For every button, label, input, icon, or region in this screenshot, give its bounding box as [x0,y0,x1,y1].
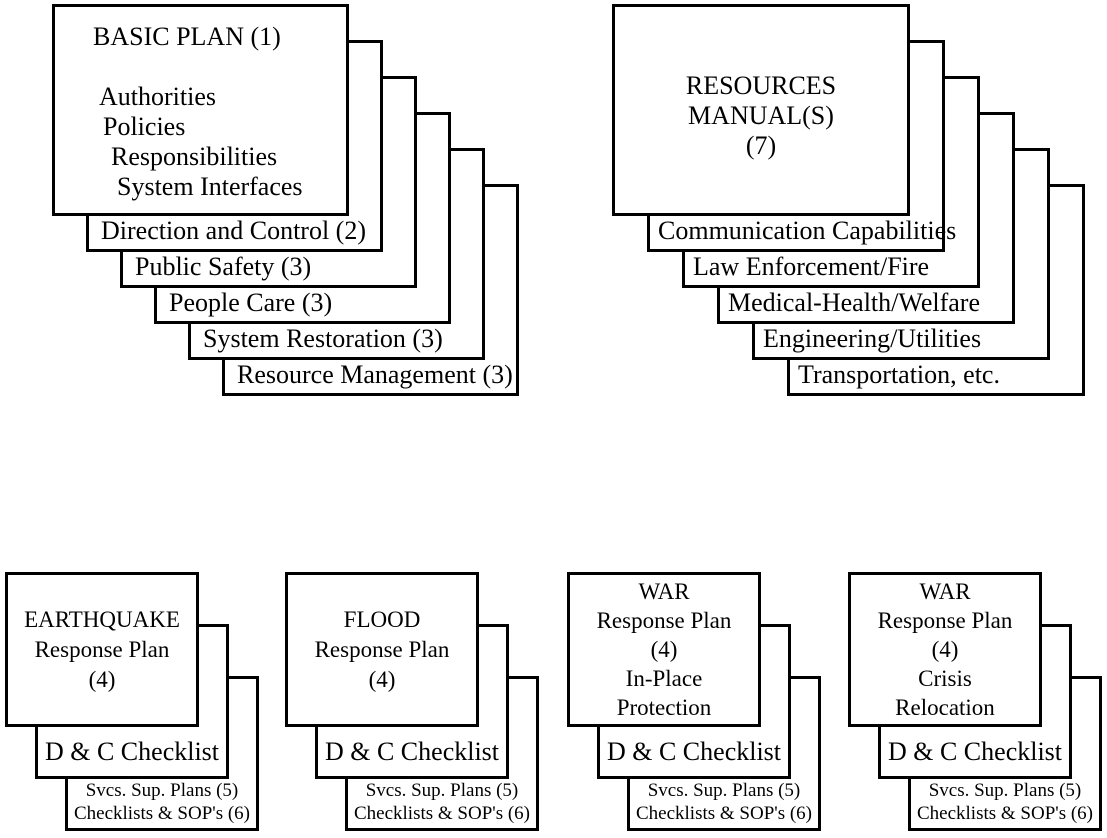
resources-title-line: MANUAL(S) [688,101,834,130]
basic-plan-item: Authorities [99,82,216,111]
flood-response-stack: Svcs. Sup. Plans (5) Checklists & SOP's … [285,572,545,834]
plan-title-line: (4) [650,637,678,662]
war-crisis-front-box: WAR Response Plan (4) Crisis Relocation [848,572,1042,727]
support-plans-labels: Svcs. Sup. Plans (5) Checklists & SOP's … [348,779,536,825]
layer-label: Law Enforcement/Fire [693,252,930,281]
resources-manual-front-box: RESOURCES MANUAL(S) (7) [612,4,910,216]
basic-plan-item: Policies [103,112,186,141]
plan-title-line: FLOOD [343,606,421,632]
dc-checklist-label: D & C Checklist [44,737,220,766]
layer-label: System Restoration (3) [203,324,443,353]
dc-checklist-label: D & C Checklist [606,737,782,766]
plan-title-line: (4) [88,666,116,692]
plan-title-line: Response Plan [314,636,450,662]
layer-label: Direction and Control (2) [101,216,366,245]
basic-plan-stack: Resource Management (3) System Restorati… [52,4,522,399]
layer-label: People Care (3) [169,288,333,317]
plan-title-line: WAR [638,579,690,604]
support-plans-line: Checklists & SOP's (6) [635,803,813,824]
layer-label: Transportation, etc. [798,360,1000,389]
layer-label: Communication Capabilities [658,216,957,245]
support-plans-labels: Svcs. Sup. Plans (5) Checklists & SOP's … [68,779,256,825]
plan-title-line: In-Place [625,666,703,691]
plan-title-line: (4) [368,666,396,692]
plan-title-line: Crisis [918,666,972,691]
resources-title-line: RESOURCES [685,71,837,100]
basic-plan-item: System Interfaces [117,172,303,201]
plan-title-line: EARTHQUAKE [24,606,180,632]
basic-plan-title: BASIC PLAN (1) [93,22,281,51]
flood-front-box: FLOOD Response Plan (4) [285,572,479,727]
plan-title-line: Relocation [895,695,995,720]
basic-plan-item: Responsibilities [111,142,278,171]
war-inplace-response-stack: Svcs. Sup. Plans (5) Checklists & SOP's … [567,572,827,834]
plan-title-line: Response Plan [877,608,1013,633]
support-plans-line: Svcs. Sup. Plans (5) [85,780,239,801]
support-plans-labels: Svcs. Sup. Plans (5) Checklists & SOP's … [911,779,1099,825]
plan-title-line: WAR [919,579,971,604]
plan-title-line: Response Plan [596,608,732,633]
earthquake-response-stack: Svcs. Sup. Plans (5) Checklists & SOP's … [5,572,265,834]
layer-label: Public Safety (3) [135,252,312,281]
layer-label: Resource Management (3) [237,360,513,389]
war-crisis-response-stack: Svcs. Sup. Plans (5) Checklists & SOP's … [848,572,1107,834]
layer-label: Medical-Health/Welfare [728,288,980,317]
support-plans-line: Checklists & SOP's (6) [353,803,531,824]
plan-title-line: Response Plan [34,636,170,662]
layer-label: Engineering/Utilities [763,324,982,353]
plan-title-line: (4) [931,637,959,662]
resources-title-line: (7) [745,131,777,160]
basic-plan-front-box: BASIC PLAN (1) Authorities Policies Resp… [52,4,349,216]
support-plans-labels: Svcs. Sup. Plans (5) Checklists & SOP's … [630,779,818,825]
dc-checklist-label: D & C Checklist [887,737,1063,766]
support-plans-line: Checklists & SOP's (6) [73,803,251,824]
war-inplace-front-box: WAR Response Plan (4) In-Place Protectio… [567,572,761,727]
support-plans-line: Checklists & SOP's (6) [916,803,1094,824]
support-plans-line: Svcs. Sup. Plans (5) [928,780,1082,801]
blank-line [55,52,346,82]
support-plans-line: Svcs. Sup. Plans (5) [365,780,519,801]
resources-manual-stack: Transportation, etc. Engineering/Utiliti… [612,4,1087,399]
earthquake-front-box: EARTHQUAKE Response Plan (4) [5,572,199,727]
plan-title-line: Protection [616,695,712,720]
support-plans-line: Svcs. Sup. Plans (5) [647,780,801,801]
dc-checklist-label: D & C Checklist [324,737,500,766]
